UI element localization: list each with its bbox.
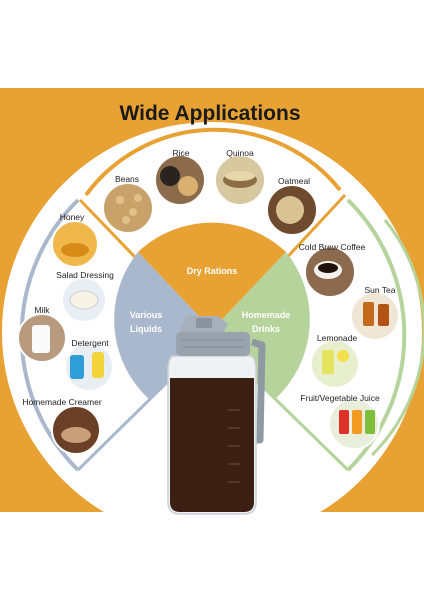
coffee-liquid <box>318 263 338 273</box>
quinoa-item: Quinoa <box>214 148 266 206</box>
detergent-bottle-yellow <box>92 352 104 378</box>
sector-label-dry: Dry Rations <box>187 266 238 276</box>
spout-opening <box>196 318 212 328</box>
honey-pool <box>61 243 89 257</box>
various-liquids-sector <box>114 252 212 400</box>
sector-label-liquids-1: Various <box>130 310 163 320</box>
oatmeal-item: Oatmeal <box>266 176 318 236</box>
lemonade-label: Lemonade <box>317 333 357 343</box>
dressing-bowl <box>69 290 99 310</box>
sector-label-drinks-1: Homemade <box>242 310 291 320</box>
rice-gold-pile <box>178 176 198 196</box>
honey-item: Honey <box>51 212 99 268</box>
beans-label: Beans <box>115 174 139 184</box>
sun-tea-item: Sun Tea <box>350 285 400 341</box>
detergent-label: Detergent <box>71 338 109 348</box>
sector-label-liquids-2: Liquids <box>130 324 162 334</box>
salad-dressing-label: Salad Dressing <box>56 270 114 280</box>
creamer-item: Homemade Creamer <box>22 397 102 455</box>
detergent-item: Detergent <box>64 338 114 392</box>
rice-label: Rice <box>172 148 189 158</box>
coffee-item: Cold Brew Coffee <box>299 242 366 298</box>
tea-glass <box>363 302 374 326</box>
creamer-cup <box>61 427 91 443</box>
quinoa-grains <box>225 171 255 181</box>
milk-label: Milk <box>34 305 50 315</box>
rice-black-pile <box>160 166 180 186</box>
sun-tea-image <box>350 291 400 341</box>
sector-label-drinks-2: Drinks <box>252 324 280 334</box>
tea-glass-2 <box>378 304 389 326</box>
juice-label: Fruit/Vegetable Juice <box>300 393 380 403</box>
juice-item: Fruit/Vegetable Juice <box>300 393 380 450</box>
milk-item: Milk <box>17 305 67 363</box>
juice-glass-red <box>339 410 349 434</box>
milk-glass <box>32 325 50 353</box>
rice-item: Rice <box>154 148 206 206</box>
oatmeal-bowl <box>276 196 304 224</box>
jar <box>167 316 266 515</box>
beans-item: Beans <box>102 174 154 234</box>
bean-dot <box>134 194 142 202</box>
quinoa-label: Quinoa <box>226 148 254 158</box>
beans-image <box>102 182 154 234</box>
oatmeal-label: Oatmeal <box>278 176 310 186</box>
dry-arc <box>84 127 342 197</box>
jar-liquid <box>170 378 254 512</box>
juice-glass-orange <box>352 410 362 434</box>
lemonade-item: Lemonade <box>310 333 360 389</box>
lemon-slice <box>337 350 349 362</box>
coffee-label: Cold Brew Coffee <box>299 242 366 252</box>
lemonade-image <box>310 339 360 389</box>
bean-dot <box>122 216 130 224</box>
salad-dressing-item: Salad Dressing <box>56 270 114 323</box>
homemade-drinks-sector <box>212 252 310 400</box>
page-title: Wide Applications <box>119 102 300 125</box>
dry-rations-sector <box>138 222 286 330</box>
lemonade-glass <box>322 350 334 374</box>
juice-glass-green <box>365 410 375 434</box>
bean-dot <box>129 208 137 216</box>
honey-label: Honey <box>60 212 85 222</box>
sun-tea-label: Sun Tea <box>364 285 395 295</box>
creamer-label: Homemade Creamer <box>22 397 102 407</box>
bean-dot <box>116 196 124 204</box>
detergent-bottle <box>70 355 84 379</box>
jar-lid <box>176 332 250 356</box>
